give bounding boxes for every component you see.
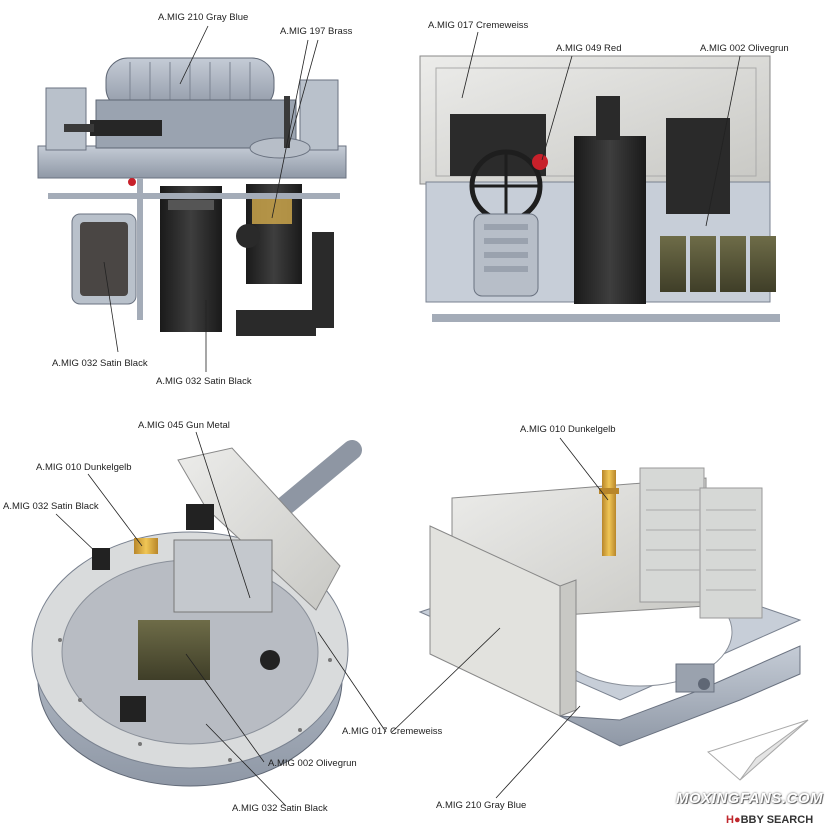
callout-bl-olivegrun: A.MIG 002 Olivegrun bbox=[268, 758, 357, 769]
callout-tr-red: A.MIG 049 Red bbox=[556, 43, 622, 54]
callout-br-dunkelgelb: A.MIG 010 Dunkelgelb bbox=[520, 424, 616, 435]
watermark-brand-b: BBY SEARCH bbox=[740, 814, 814, 826]
panel-bottom-left-leaders bbox=[55, 431, 387, 807]
panel-top-left-illustration bbox=[37, 57, 347, 336]
callout-bl-satin-black-2: A.MIG 032 Satin Black bbox=[232, 803, 328, 814]
panel-top-right-illustration bbox=[419, 55, 780, 322]
callout-bl-satin-black-1: A.MIG 032 Satin Black bbox=[3, 501, 99, 512]
watermark-site: MOXINGFANS.COM bbox=[676, 790, 824, 807]
callout-bl-dunkelgelb: A.MIG 010 Dunkelgelb bbox=[36, 462, 132, 473]
paper-plane-logo bbox=[707, 719, 809, 781]
callout-br-gray-blue: A.MIG 210 Gray Blue bbox=[436, 800, 527, 811]
watermark-brand-o: ● bbox=[733, 814, 741, 826]
panel-top-right-leaders bbox=[461, 31, 741, 227]
callout-tr-cremeweiss: A.MIG 017 Cremeweiss bbox=[428, 20, 529, 31]
callout-tl-brass: A.MIG 197 Brass bbox=[280, 26, 353, 37]
watermark-brand-a: H bbox=[726, 814, 734, 826]
panel-top-left-leaders bbox=[103, 25, 319, 372]
panel-bottom-left-illustration bbox=[31, 440, 362, 787]
callout-tl-satin-black-2: A.MIG 032 Satin Black bbox=[156, 376, 252, 387]
panel-bottom-right-leaders bbox=[391, 437, 609, 799]
callout-tl-gray-blue: A.MIG 210 Gray Blue bbox=[158, 12, 249, 23]
panel-bottom-right-illustration bbox=[418, 467, 802, 747]
watermark-brand: H●BBY SEARCH bbox=[726, 814, 813, 826]
callout-tr-olivegrun: A.MIG 002 Olivegrun bbox=[700, 43, 789, 54]
callout-br-cremeweiss: A.MIG 017 Cremeweiss bbox=[342, 726, 443, 737]
callout-tl-satin-black-1: A.MIG 032 Satin Black bbox=[52, 358, 148, 369]
callout-bl-gun-metal: A.MIG 045 Gun Metal bbox=[138, 420, 230, 431]
